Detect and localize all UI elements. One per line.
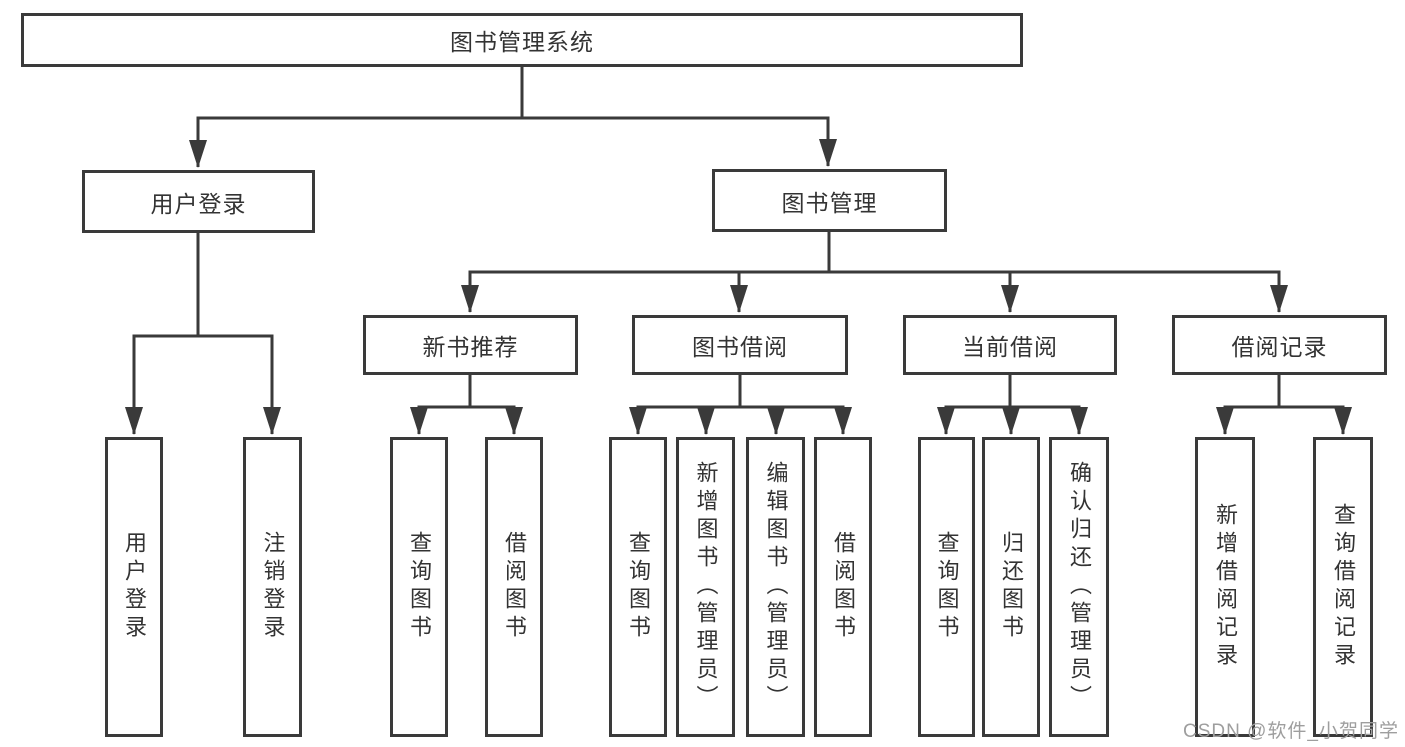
- leaf-logout: 注销登录: [243, 437, 302, 737]
- node-book-management: 图书管理: [712, 169, 947, 232]
- leaf-label: 用户登录: [122, 531, 147, 643]
- leaf-query-books-borrow: 查询图书: [609, 437, 667, 737]
- leaf-label: 查询图书: [934, 531, 960, 643]
- leaf-label: 新增借阅记录: [1213, 503, 1238, 671]
- leaf-confirm-return-admin: 确认归还（管理员）: [1049, 437, 1109, 737]
- leaf-query-books-current: 查询图书: [918, 437, 975, 737]
- leaf-user-login: 用户登录: [105, 437, 163, 737]
- leaf-borrow-books-recommend: 借阅图书: [485, 437, 543, 737]
- leaf-label: 查询图书: [407, 531, 432, 643]
- watermark: CSDN @软件_小贺同学: [1183, 721, 1399, 742]
- node-label: 借阅记录: [1231, 334, 1328, 360]
- node-book-borrow: 图书借阅: [632, 315, 848, 375]
- leaf-label: 注销登录: [260, 531, 286, 643]
- leaf-borrow-books: 借阅图书: [814, 437, 872, 737]
- leaf-label: 编辑图书（管理员）: [763, 461, 789, 713]
- leaf-label: 借阅图书: [831, 531, 856, 643]
- leaf-label: 归还图书: [999, 531, 1024, 643]
- node-label: 当前借阅: [962, 334, 1058, 360]
- leaf-label: 查询借阅记录: [1331, 503, 1356, 671]
- leaf-label: 借阅图书: [502, 531, 527, 643]
- node-label: 新书推荐: [422, 334, 519, 360]
- leaf-add-books-admin: 新增图书（管理员）: [676, 437, 735, 737]
- node-new-book-recommend: 新书推荐: [363, 315, 578, 375]
- node-label: 图书管理: [781, 189, 878, 216]
- leaf-label: 查询图书: [626, 531, 651, 643]
- leaf-query-borrow-record: 查询借阅记录: [1313, 437, 1373, 737]
- leaf-label: 确认归还（管理员）: [1067, 461, 1092, 713]
- node-user-login: 用户登录: [82, 170, 315, 233]
- node-current-borrow: 当前借阅: [903, 315, 1117, 375]
- node-system-root: 图书管理系统: [21, 13, 1023, 67]
- node-label: 图书借阅: [692, 334, 788, 360]
- leaf-query-books-recommend: 查询图书: [390, 437, 448, 737]
- leaf-return-books: 归还图书: [982, 437, 1040, 737]
- node-borrow-records: 借阅记录: [1172, 315, 1387, 375]
- leaf-label: 新增图书（管理员）: [693, 461, 719, 713]
- leaf-edit-books-admin: 编辑图书（管理员）: [746, 437, 805, 737]
- node-label: 用户登录: [150, 190, 247, 217]
- leaf-add-borrow-record: 新增借阅记录: [1195, 437, 1255, 737]
- node-label: 图书管理系统: [450, 29, 594, 55]
